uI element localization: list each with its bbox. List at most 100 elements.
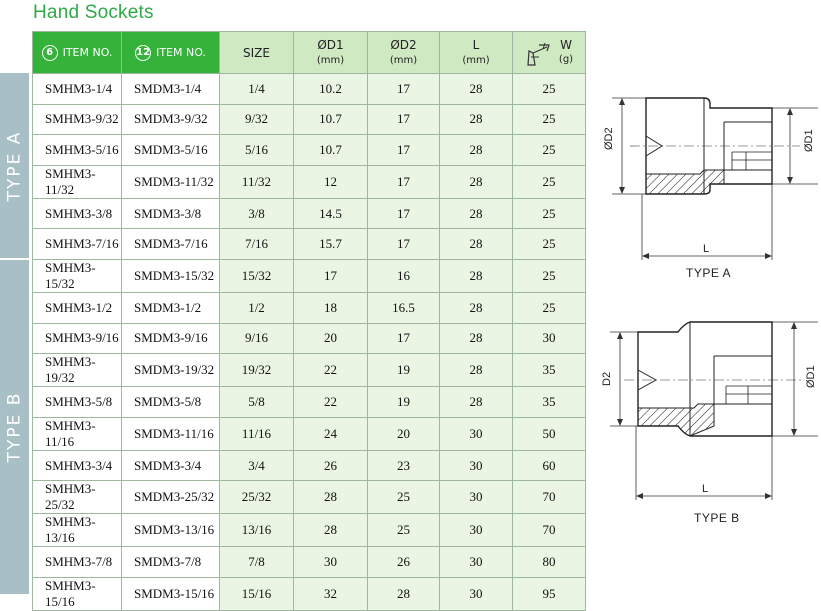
cell-size: 15/32 [219, 258, 294, 293]
cell-d2: 17 [367, 73, 440, 105]
cell-d1: 15.7 [293, 228, 368, 260]
cell-d2: 19 [367, 386, 440, 418]
cell-w: 25 [512, 258, 586, 293]
cell-w: 60 [512, 449, 586, 482]
cell-d2: 17 [367, 134, 440, 166]
header-w: W (g) [512, 31, 586, 74]
cell-item-no-12: SMDM3-25/32 [121, 480, 220, 515]
cell-w: 25 [512, 228, 586, 260]
cell-d2: 25 [367, 513, 440, 548]
cell-d1: 17 [293, 258, 368, 293]
cell-d1: 10.2 [293, 73, 368, 105]
cell-d2: 17 [367, 103, 440, 136]
cell-item-no-12: SMDM3-7/16 [121, 228, 220, 260]
cell-item-no-6: SMHM3-5/8 [32, 386, 122, 418]
cell-d1: 18 [293, 291, 368, 324]
cell-d2: 17 [367, 197, 440, 230]
cell-l: 28 [439, 353, 513, 388]
cell-d1: 30 [293, 546, 368, 578]
cell-d2: 25 [367, 480, 440, 515]
cell-item-no-12: SMDM3-13/16 [121, 513, 220, 548]
cell-size: 19/32 [219, 353, 294, 388]
cell-item-no-12: SMDM3-7/8 [121, 546, 220, 578]
side-label-type-a: TYPE A [0, 73, 29, 258]
cell-w: 95 [512, 576, 586, 611]
cell-l: 30 [439, 576, 513, 611]
cell-d2: 17 [367, 228, 440, 260]
cell-item-no-12: SMDM3-5/16 [121, 134, 220, 166]
type-b-label-d1: ØD1 [805, 365, 817, 388]
cell-item-no-12: SMDM3-9/16 [121, 322, 220, 355]
cell-d2: 17 [367, 322, 440, 355]
header-size: SIZE [219, 31, 294, 74]
cell-size: 5/16 [219, 134, 294, 166]
cell-item-no-12: SMDM3-1/2 [121, 291, 220, 324]
type-a-label-d2: ØD2 [603, 127, 615, 150]
cell-l: 30 [439, 546, 513, 578]
cell-d2: 16.5 [367, 291, 440, 324]
cell-w: 25 [512, 291, 586, 324]
cell-l: 28 [439, 258, 513, 293]
cell-d1: 26 [293, 449, 368, 482]
cell-item-no-12: SMDM3-11/16 [121, 416, 220, 451]
header-d2: ØD2 (mm) [367, 31, 440, 74]
cell-d2: 26 [367, 546, 440, 578]
type-a-caption: TYPE A [686, 266, 732, 280]
cell-w: 80 [512, 546, 586, 578]
cell-l: 28 [439, 291, 513, 324]
cell-item-no-6: SMHM3-3/8 [32, 197, 122, 230]
cell-d2: 17 [367, 164, 440, 199]
header-d1-label: ØD1 [317, 37, 344, 52]
cell-size: 1/4 [219, 73, 294, 105]
cell-size: 3/8 [219, 197, 294, 230]
cell-size: 7/8 [219, 546, 294, 578]
cell-size: 7/16 [219, 228, 294, 260]
page-title: Hand Sockets [33, 2, 154, 23]
type-b-drawing: D2 ØD1 L [601, 321, 818, 500]
cell-l: 28 [439, 228, 513, 260]
cell-l: 30 [439, 513, 513, 548]
cell-d2: 19 [367, 353, 440, 388]
cell-item-no-6: SMHM3-7/8 [32, 546, 122, 578]
cell-item-no-12: SMDM3-5/8 [121, 386, 220, 418]
cell-l: 28 [439, 103, 513, 136]
header-d2-label: ØD2 [390, 37, 417, 52]
cell-item-no-12: SMDM3-11/32 [121, 164, 220, 199]
cell-item-no-12: SMDM3-15/16 [121, 576, 220, 611]
cell-size: 9/16 [219, 322, 294, 355]
cell-item-no-6: SMHM3-19/32 [32, 353, 122, 388]
cell-d1: 14.5 [293, 197, 368, 230]
cell-item-no-12: SMDM3-15/32 [121, 258, 220, 293]
cell-d1: 20 [293, 322, 368, 355]
cell-w: 25 [512, 103, 586, 136]
header-d2-unit: (mm) [389, 54, 418, 66]
cell-w: 25 [512, 134, 586, 166]
cell-w: 70 [512, 480, 586, 515]
cell-w: 25 [512, 164, 586, 199]
cell-size: 1/2 [219, 291, 294, 324]
side-label-type-a-text: TYPE A [4, 130, 25, 201]
cell-item-no-6: SMHM3-9/16 [32, 322, 122, 355]
scale-weight-icon [527, 42, 550, 66]
cell-item-no-6: SMHM3-11/16 [32, 416, 122, 451]
cell-item-no-6: SMHM3-1/2 [32, 291, 122, 324]
cell-size: 11/16 [219, 416, 294, 451]
cell-w: 30 [512, 322, 586, 355]
cell-item-no-12: SMDM3-1/4 [121, 73, 220, 105]
type-a-drawing: ØD2 ØD1 L [603, 97, 818, 260]
